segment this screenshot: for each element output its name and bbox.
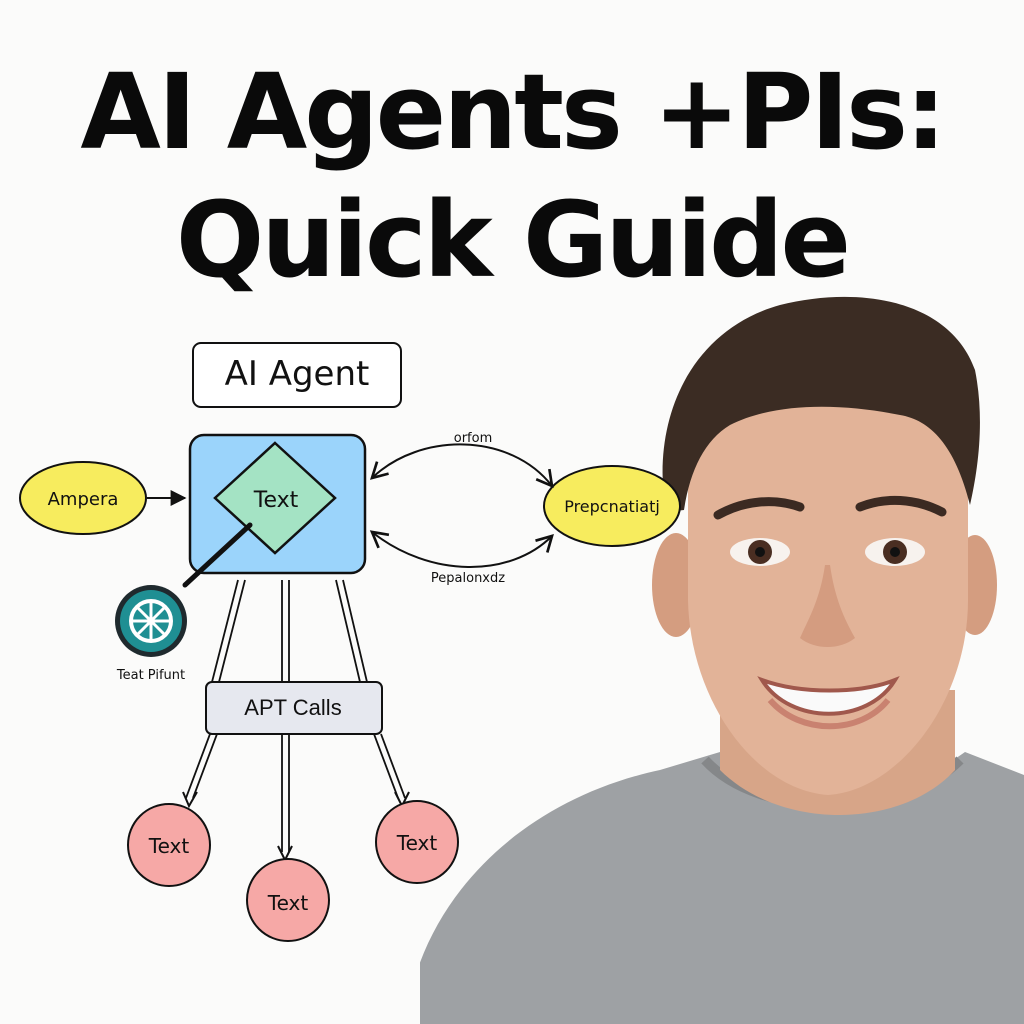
arrowhead-left bbox=[182, 791, 198, 809]
bottom-arrow-label: Pepalonxdz bbox=[431, 571, 505, 586]
right-node bbox=[543, 465, 681, 547]
agent-label: AI Agent bbox=[225, 354, 370, 394]
connectors bbox=[185, 579, 406, 852]
left-node-label: Ampera bbox=[48, 489, 119, 510]
center-node-label: Text bbox=[253, 488, 299, 513]
top-arrow-label: orfom bbox=[454, 431, 493, 446]
endpoint-label-1: Text bbox=[148, 834, 190, 858]
arrowhead-middle bbox=[277, 845, 293, 863]
endpoint-circle-3 bbox=[375, 800, 459, 884]
right-node-label: Prepcnatiatj bbox=[564, 497, 660, 516]
center-diamond bbox=[213, 441, 337, 555]
logo-caption: Teat Pifunt bbox=[116, 668, 185, 683]
title-line-1: AI Agents +PIs: bbox=[80, 51, 946, 173]
bottom-curved-arrow bbox=[369, 530, 554, 568]
title-line-2: Quick Guide bbox=[175, 179, 851, 301]
portrait-photo bbox=[420, 296, 1024, 1024]
top-curved-arrow bbox=[370, 443, 554, 489]
endpoint-label-3: Text bbox=[396, 831, 438, 855]
api-calls-label: APT Calls bbox=[244, 695, 341, 720]
endpoint-circle-1 bbox=[127, 803, 211, 887]
agent-label-box bbox=[192, 342, 402, 408]
pen-stroke bbox=[182, 522, 253, 588]
endpoint-label-2: Text bbox=[267, 891, 309, 915]
left-node bbox=[19, 461, 147, 535]
api-calls-box bbox=[205, 681, 383, 735]
openai-knot-icon bbox=[115, 585, 187, 657]
endpoint-circle-2 bbox=[246, 858, 330, 942]
